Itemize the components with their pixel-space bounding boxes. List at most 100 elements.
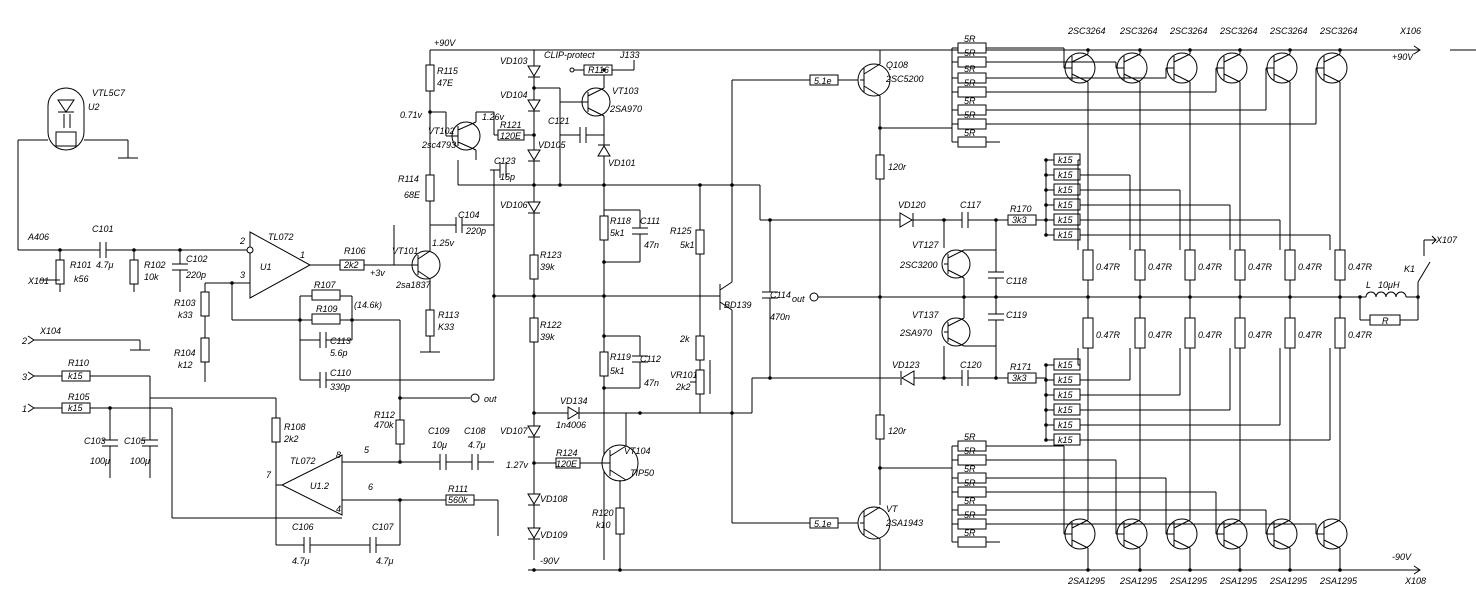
resistor-047-bottom-label: 0.47R: [1198, 330, 1223, 340]
pnp-part-label: 2SA1295: [1219, 576, 1258, 586]
c112-label: C112: [640, 354, 661, 364]
r121-value: 120E: [500, 131, 522, 141]
resistor-047-top: [1334, 249, 1346, 281]
vd134-value: 1n4006: [556, 420, 586, 430]
rail-neg-out-label: -90V: [1392, 552, 1412, 562]
c105-value: 100μ: [130, 456, 150, 466]
vd107-label: VD107: [500, 426, 529, 436]
x104-label: X104: [39, 326, 61, 336]
pnp-part-label: 2SA1295: [1169, 576, 1208, 586]
c101-label: C101: [92, 224, 114, 234]
j133-label: J133: [619, 50, 640, 60]
c107-value: 4.7μ: [376, 556, 394, 566]
r116-label: R116: [588, 65, 609, 75]
u1-2-pin5: 5: [364, 445, 370, 455]
c111-value: 47n: [644, 240, 659, 250]
r120r-bottom: 120r: [888, 426, 907, 436]
resistor-5r-top-label: 5R: [964, 34, 976, 44]
vt102-part: 2sc4793: [421, 140, 456, 150]
r123-label: R123: [540, 250, 562, 260]
resistor-k15-bottom-label: k15: [1058, 375, 1074, 385]
x101-label: X101: [27, 276, 49, 286]
r108-value: 2k2: [283, 434, 299, 444]
r119-label: R119: [610, 352, 631, 362]
r109-label: R109: [316, 304, 338, 314]
npn-part-label: 2SC3264: [1269, 26, 1308, 36]
c104-label: C104: [458, 210, 480, 220]
junction-dot: [1338, 48, 1342, 52]
c123-label: C123: [494, 156, 516, 166]
pin1-label: 1: [22, 404, 27, 414]
resistor-5r-top-label: 5R: [964, 64, 976, 74]
vd105-label: VD105: [538, 140, 567, 150]
resistor-047-bottom-label: 0.47R: [1096, 330, 1121, 340]
junction-dot: [1188, 568, 1192, 572]
r113-label: R113: [438, 310, 459, 320]
c123-value: 15p: [500, 172, 515, 182]
u1-pin1: 1: [300, 250, 305, 260]
c121-label: C121: [548, 116, 570, 126]
q108-part: 2SC5200: [885, 74, 924, 84]
resistor-5r-bottom-label: 5R: [964, 446, 976, 456]
junction-dot: [1086, 568, 1090, 572]
junction-dot: [1044, 158, 1048, 162]
v071-label: 0.71v: [400, 110, 423, 120]
driver-stage: [809, 50, 952, 570]
c113-value: 5.6p: [330, 348, 348, 358]
r51e-bottom: 5.1e: [814, 519, 832, 529]
c108-label: C108: [464, 426, 486, 436]
junction-dot: [1044, 378, 1048, 382]
vt101-vt102-stage: [393, 64, 760, 353]
r125-label: R125: [670, 226, 693, 236]
r170-value: 3k3: [1012, 215, 1027, 225]
r122-label: R122: [540, 320, 562, 330]
resistor-047-bottom: [1234, 317, 1246, 349]
resistor-k15-bottom-label: k15: [1058, 420, 1074, 430]
resistor-k15-bottom-label: k15: [1058, 390, 1074, 400]
vr101-value: 2k2: [675, 382, 691, 392]
vr101-label: VR101: [670, 370, 698, 380]
c103-value: 100μ: [90, 456, 110, 466]
junction-dot: [1288, 48, 1292, 52]
clip-label: CLIP-protect: [544, 50, 595, 60]
u1-2-pin4: 4: [336, 504, 341, 514]
rfb-label: R: [1382, 316, 1389, 326]
v127-label: 1.27v: [506, 460, 529, 470]
junction-dot: [1044, 408, 1048, 412]
c104-value: 220p: [465, 226, 486, 236]
r108-label: R108: [284, 422, 306, 432]
resistor-5r-top-label: 5R: [964, 128, 976, 138]
output-filter: [1340, 235, 1437, 326]
resistor-k15-top-label: k15: [1058, 155, 1074, 165]
r113-value: K33: [438, 322, 454, 332]
r106-label: R106: [344, 246, 366, 256]
resistor-047-bottom-label: 0.47R: [1298, 330, 1323, 340]
junction-dot: [1044, 173, 1048, 177]
c102-value: 220p: [185, 270, 206, 280]
a406-label: A406: [27, 232, 49, 242]
out-label: out: [484, 394, 497, 404]
opamp-u1-2: [271, 398, 499, 553]
pnp-part-label: 2SA1295: [1119, 576, 1158, 586]
vt101-label: VT101: [392, 246, 419, 256]
resistor-047-top: [1184, 249, 1196, 281]
npn-part-label: 2SC3264: [1169, 26, 1208, 36]
r105-label: R105: [68, 392, 91, 402]
resistor-k15-top-label: k15: [1058, 215, 1074, 225]
resistor-5r-top-label: 5R: [964, 96, 976, 106]
junction-dot: [1288, 568, 1292, 572]
c109-label: C109: [428, 426, 450, 436]
u1-2-pin8: 8: [336, 450, 341, 460]
junction-dot: [1238, 48, 1242, 52]
resistor-5r-bottom-label: 5R: [964, 478, 976, 488]
vt101-part: 2sa1837: [395, 280, 432, 290]
junction-dot: [1238, 568, 1242, 572]
optocoupler-u2: [17, 87, 138, 250]
r123-value: 39k: [540, 262, 555, 272]
c107-label: C107: [372, 522, 395, 532]
resistor-5r-top-label: 5R: [964, 78, 976, 88]
input-pins: [27, 335, 342, 519]
r118-label: R118: [610, 216, 631, 226]
r120-label: R120: [592, 508, 614, 518]
r171-value: 3k3: [1012, 373, 1027, 383]
